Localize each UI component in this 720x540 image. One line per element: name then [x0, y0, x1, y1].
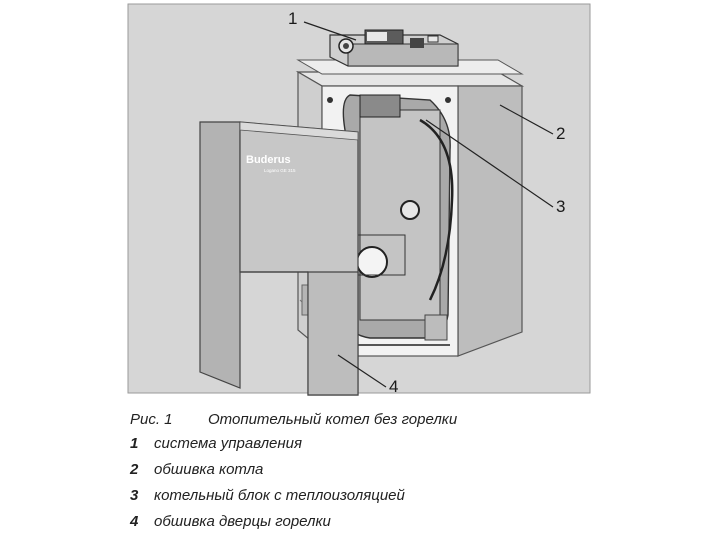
callout-1: 1 — [288, 9, 297, 28]
figure-caption: Рис. 1 Отопительный котел без горелки 1 си… — [130, 411, 690, 537]
legend-number: 2 — [130, 461, 139, 478]
legend-item: 1 система управления — [130, 435, 690, 459]
flue-opening — [356, 246, 388, 278]
legend-item: 3 котельный блок с теплоизоляцией — [130, 487, 690, 511]
legend-text: обшивка дверцы горелки — [154, 513, 331, 530]
legend-text: котельный блок с теплоизоляцией — [154, 487, 405, 504]
legend-text: обшивка котла — [154, 461, 264, 478]
callout-2: 2 — [556, 124, 565, 143]
legend-number: 3 — [130, 487, 139, 504]
caption-line: Рис. 1 Отопительный котел без горелки — [130, 411, 690, 433]
logo-brand: Buderus — [246, 154, 291, 166]
figure-reference: Рис. 1 — [130, 411, 173, 428]
legend-text: система управления — [154, 435, 302, 452]
burner-door-cover: Buderus Logano GE 315 — [199, 121, 359, 396]
logo-model: Logano GE 315 — [264, 168, 296, 173]
legend-number: 1 — [130, 435, 139, 452]
control-system — [329, 29, 459, 67]
buderus-logo: Buderus Logano GE 315 — [246, 154, 296, 173]
figure-title: Отопительный котел без горелки — [208, 411, 458, 428]
callout-3: 3 — [556, 197, 565, 216]
callout-4: 4 — [389, 377, 398, 396]
callout-leaders — [303, 21, 554, 388]
boiler-diagram: Buderus Logano GE 315 1 2 3 4 — [127, 3, 591, 396]
legend-number: 4 — [130, 513, 139, 530]
legend-item: 4 обшивка дверцы горелки — [130, 513, 690, 537]
legend-item: 2 обшивка котла — [130, 461, 690, 485]
